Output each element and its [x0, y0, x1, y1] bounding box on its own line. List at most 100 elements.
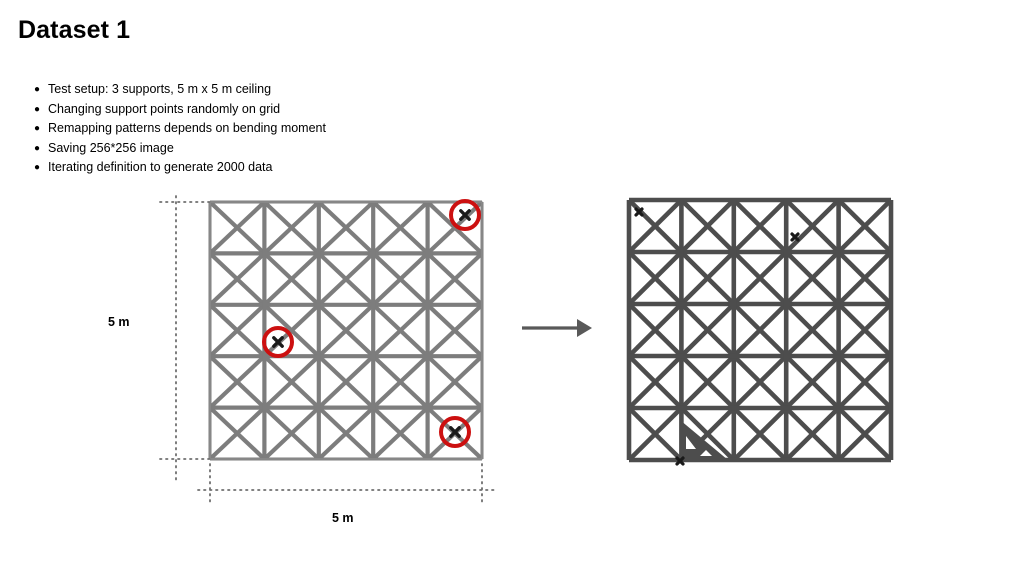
support-x-icon: [634, 207, 644, 217]
grid-diagonal: [732, 302, 788, 358]
dimension-label-vertical: 5 m: [108, 315, 130, 329]
grid-diagonal: [679, 250, 736, 306]
grid-diagonal: [732, 250, 788, 306]
grid-diagonal: [371, 200, 430, 255]
bullet-text: Changing support points randomly on grid: [48, 101, 281, 116]
support-ring-icon[interactable]: [449, 199, 481, 231]
grid-diagonal: [732, 198, 788, 254]
grid-diagonal: [679, 302, 736, 358]
grid-diagonal: [784, 250, 841, 306]
grid-diagonal: [836, 302, 893, 358]
support-x-icon: [449, 426, 461, 438]
bullet-list: ● Test setup: 3 supports, 5 m x 5 m ceil…: [30, 80, 590, 178]
grid-diagonal: [784, 406, 841, 462]
grid-diagonal: [208, 406, 266, 461]
grid-diagonal: [262, 406, 321, 461]
page-title: Dataset 1: [18, 16, 131, 44]
grid-diagonal: [679, 406, 736, 462]
grid-diagonal: [426, 406, 484, 461]
grid-diagonal: [262, 303, 321, 358]
list-item: ● Saving 256*256 image: [30, 139, 590, 159]
grid-diagonal: [784, 302, 841, 358]
grid-diagonal: [784, 406, 841, 462]
grid-diagonal: [208, 303, 266, 358]
grid-diagonal: [371, 354, 430, 410]
bullet-dot-icon: ●: [34, 142, 41, 154]
grid-diagonal: [627, 198, 684, 254]
grid-diagonal: [262, 200, 321, 255]
input-ceiling-grid: [208, 199, 484, 461]
grid-diagonal: [732, 354, 788, 410]
grid-diagonal: [679, 198, 736, 254]
support-ring-icon[interactable]: [262, 326, 294, 358]
grid-diagonal: [426, 303, 484, 358]
grid-diagonal: [208, 251, 266, 307]
grid-diagonal: [426, 251, 484, 307]
grid-diagonal: [317, 354, 375, 410]
dimension-label-horizontal: 5 m: [332, 511, 354, 525]
transform-arrow: [522, 319, 592, 337]
grid-diagonal: [627, 250, 684, 306]
bullet-text: Iterating definition to generate 2000 da…: [48, 160, 273, 175]
grid-diagonal: [836, 354, 893, 410]
grid-diagonal: [262, 251, 321, 307]
grid-diagonal: [627, 354, 684, 410]
grid-diagonal: [732, 250, 788, 306]
support-top-left[interactable]: [634, 207, 644, 217]
support-bottom[interactable]: [675, 456, 685, 466]
grid-diagonal: [836, 354, 893, 410]
grid-diagonal: [679, 354, 736, 410]
grid-diagonal: [627, 406, 684, 462]
support-x-icon: [272, 336, 284, 348]
bullet-text: Test setup: 3 supports, 5 m x 5 m ceilin…: [48, 82, 272, 96]
support-middle-left[interactable]: [262, 326, 294, 358]
grid-diagonal: [317, 406, 375, 461]
grid-diagonal: [208, 200, 266, 255]
support-upper-right[interactable]: [790, 232, 800, 242]
grid-diagonal: [371, 406, 430, 461]
grid-diagonal: [371, 200, 430, 255]
support-ring-icon[interactable]: [439, 416, 471, 448]
grid-diagonal: [732, 198, 788, 254]
grid-diagonal: [836, 250, 893, 306]
grid-diagonal: [679, 250, 736, 306]
output-remapped-grid: [626, 197, 894, 466]
grid-diagonal: [262, 303, 321, 358]
grid-diagonal: [732, 302, 788, 358]
grid-diagonal: [208, 406, 266, 461]
grid-diagonal: [426, 251, 484, 307]
grid-diagonal: [679, 302, 736, 358]
bullet-dot-icon: ●: [34, 84, 41, 95]
grid-diagonal: [627, 302, 684, 358]
list-item: ● Remapping patterns depends on bending …: [30, 119, 590, 139]
reinforced-region: [680, 420, 728, 460]
arrow-head-icon: [577, 319, 592, 337]
grid-diagonal: [784, 198, 841, 254]
support-x-icon: [459, 209, 471, 221]
grid-diagonal: [426, 354, 484, 410]
grid-diagonal: [732, 406, 788, 462]
grid-diagonal: [627, 354, 684, 410]
grid-diagonal: [317, 303, 375, 358]
grid-diagonal: [208, 251, 266, 307]
grid-diagonal: [836, 198, 893, 254]
grid-diagonal: [371, 251, 430, 307]
reinforced-void: [700, 450, 712, 456]
grid-diagonal: [426, 354, 484, 410]
grid-diagonal: [208, 354, 266, 410]
grid-diagonal: [784, 250, 841, 306]
grid-diagonal: [732, 354, 788, 410]
grid-outline: [209, 201, 483, 460]
support-bottom-right[interactable]: [439, 416, 471, 448]
grid-diagonal: [262, 354, 321, 410]
grid-diagonal: [262, 251, 321, 307]
grid-diagonal: [317, 406, 375, 461]
grid-diagonal: [426, 200, 484, 255]
grid-diagonal: [627, 198, 684, 254]
grid-diagonal: [371, 303, 430, 358]
support-top-right[interactable]: [449, 199, 481, 231]
support-x-icon: [634, 207, 644, 217]
grid-diagonal: [784, 354, 841, 410]
grid-diagonal: [426, 406, 484, 461]
support-x-icon: [272, 336, 284, 348]
